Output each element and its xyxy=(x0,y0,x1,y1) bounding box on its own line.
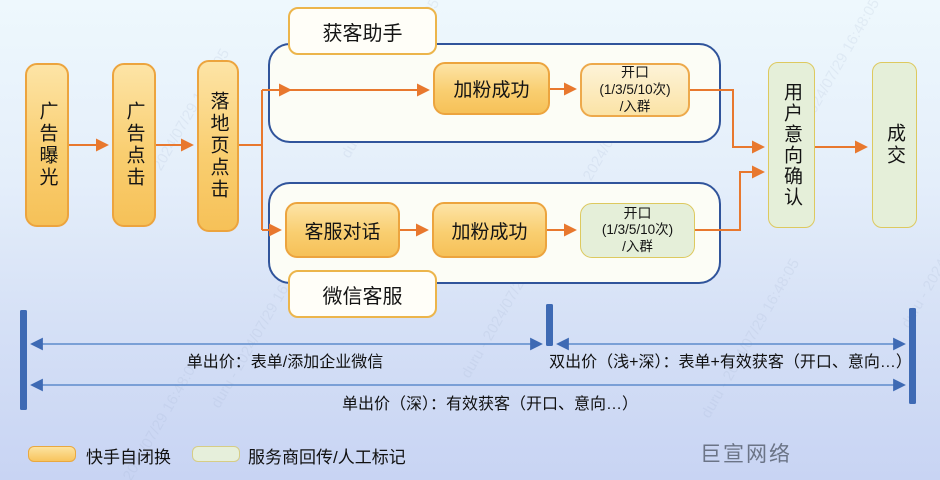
node-kaikou-bottom: 开口 (1/3/5/10次) /入群 xyxy=(580,203,695,258)
kaikou-line2: (1/3/5/10次) xyxy=(599,81,671,97)
node-deal: 成交 xyxy=(872,62,917,228)
legend-swatch-service xyxy=(192,446,240,462)
node-kaikou-top: 开口 (1/3/5/10次) /入群 xyxy=(580,63,690,117)
kaikou-line2: (1/3/5/10次) xyxy=(601,222,674,238)
brand-name: 巨宣网络 xyxy=(700,443,792,466)
kaikou-line1: 开口 xyxy=(623,204,652,221)
node-user-intent-confirm: 用户意向确认 xyxy=(768,62,815,228)
node-fan-success-top: 加粉成功 xyxy=(433,62,550,115)
legend-label-service: 服务商回传/人工标记 xyxy=(248,448,406,467)
node-kefu-dialog: 客服对话 xyxy=(285,202,400,258)
caption-single-bid-deep: 单出价（深）：有效获客（开口、意向…） xyxy=(341,396,638,413)
measurement-lines xyxy=(20,304,916,410)
legend-swatch-kuaishou xyxy=(28,446,76,462)
kaikou-line3: /入群 xyxy=(619,98,651,114)
node-fan-success-bottom: 加粉成功 xyxy=(432,202,547,258)
legend-label-kuaishou: 快手自闭换 xyxy=(86,448,171,467)
caption-single-bid-shallow: 单出价：表单/添加企业微信 xyxy=(186,354,384,371)
tag-wechat-service: 微信客服 xyxy=(288,270,437,318)
node-landing-page-click: 落地页点击 xyxy=(197,60,239,232)
tag-acquisition-assistant: 获客助手 xyxy=(288,7,437,55)
node-ad-exposure: 广告曝光 xyxy=(25,63,69,227)
kaikou-line3: /入群 xyxy=(622,239,653,255)
node-ad-click: 广告点击 xyxy=(112,63,156,227)
caption-double-bid: 双出价（浅+深）：表单+有效获客（开口、意向…） xyxy=(549,354,912,371)
kaikou-line1: 开口 xyxy=(621,64,649,81)
